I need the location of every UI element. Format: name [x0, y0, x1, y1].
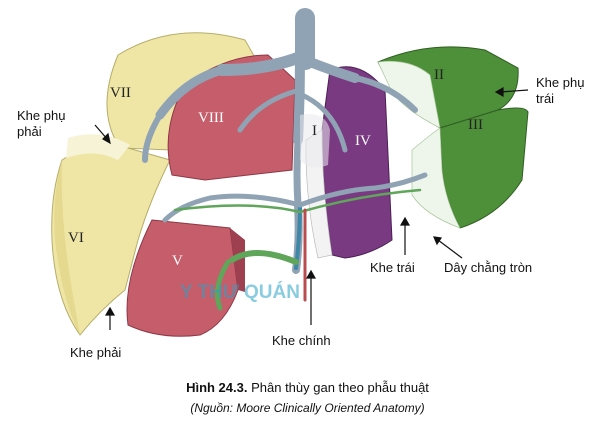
segment-label-viii: VIII [198, 110, 224, 126]
segment-vi-shape [51, 144, 171, 336]
segment-vi-side [54, 160, 80, 335]
label-right-accessory-fissure-1: Khe phụ [17, 108, 65, 123]
segment-label-v: V [172, 253, 183, 269]
label-right-fissure: Khe phải [70, 345, 121, 360]
segment-v-shape [126, 219, 239, 337]
label-left-accessory-fissure-1: Khe phụ [536, 75, 584, 90]
label-main-fissure: Khe chính [272, 333, 331, 348]
segment-iv-shape [321, 66, 393, 259]
segment-iii-cut-face [411, 127, 461, 229]
segment-i-shape [300, 114, 330, 168]
figure-title: Phân thùy gan theo phẫu thuật [247, 380, 429, 395]
label-right-accessory-fissure-2: phải [17, 124, 42, 139]
label-left-accessory-fissure-2: trái [536, 91, 554, 106]
figure-caption: Hình 24.3. Phân thùy gan theo phẫu thuật [0, 380, 615, 395]
label-left-fissure: Khe trái [370, 260, 415, 275]
label-round-ligament: Dây chằng tròn [444, 260, 532, 275]
portal-branches [162, 172, 428, 311]
watermark: Y THƯ QUÁN [180, 281, 300, 303]
segment-label-iv: IV [355, 133, 371, 149]
segment-iii-shape [439, 107, 529, 229]
pointer-lines [94, 86, 529, 330]
fissure-gap [66, 134, 130, 160]
segment-label-iii: III [468, 117, 483, 133]
segment-label-vii: VII [110, 85, 131, 101]
figure-number: Hình 24.3. [186, 380, 248, 395]
segment-label-vi: VI [68, 230, 84, 246]
segment-label-ii: II [434, 67, 444, 83]
figure-source: (Nguồn: Moore Clinically Oriented Anatom… [190, 401, 425, 415]
segment-viii-shape [167, 54, 296, 181]
segment-label-i: I [312, 123, 317, 139]
